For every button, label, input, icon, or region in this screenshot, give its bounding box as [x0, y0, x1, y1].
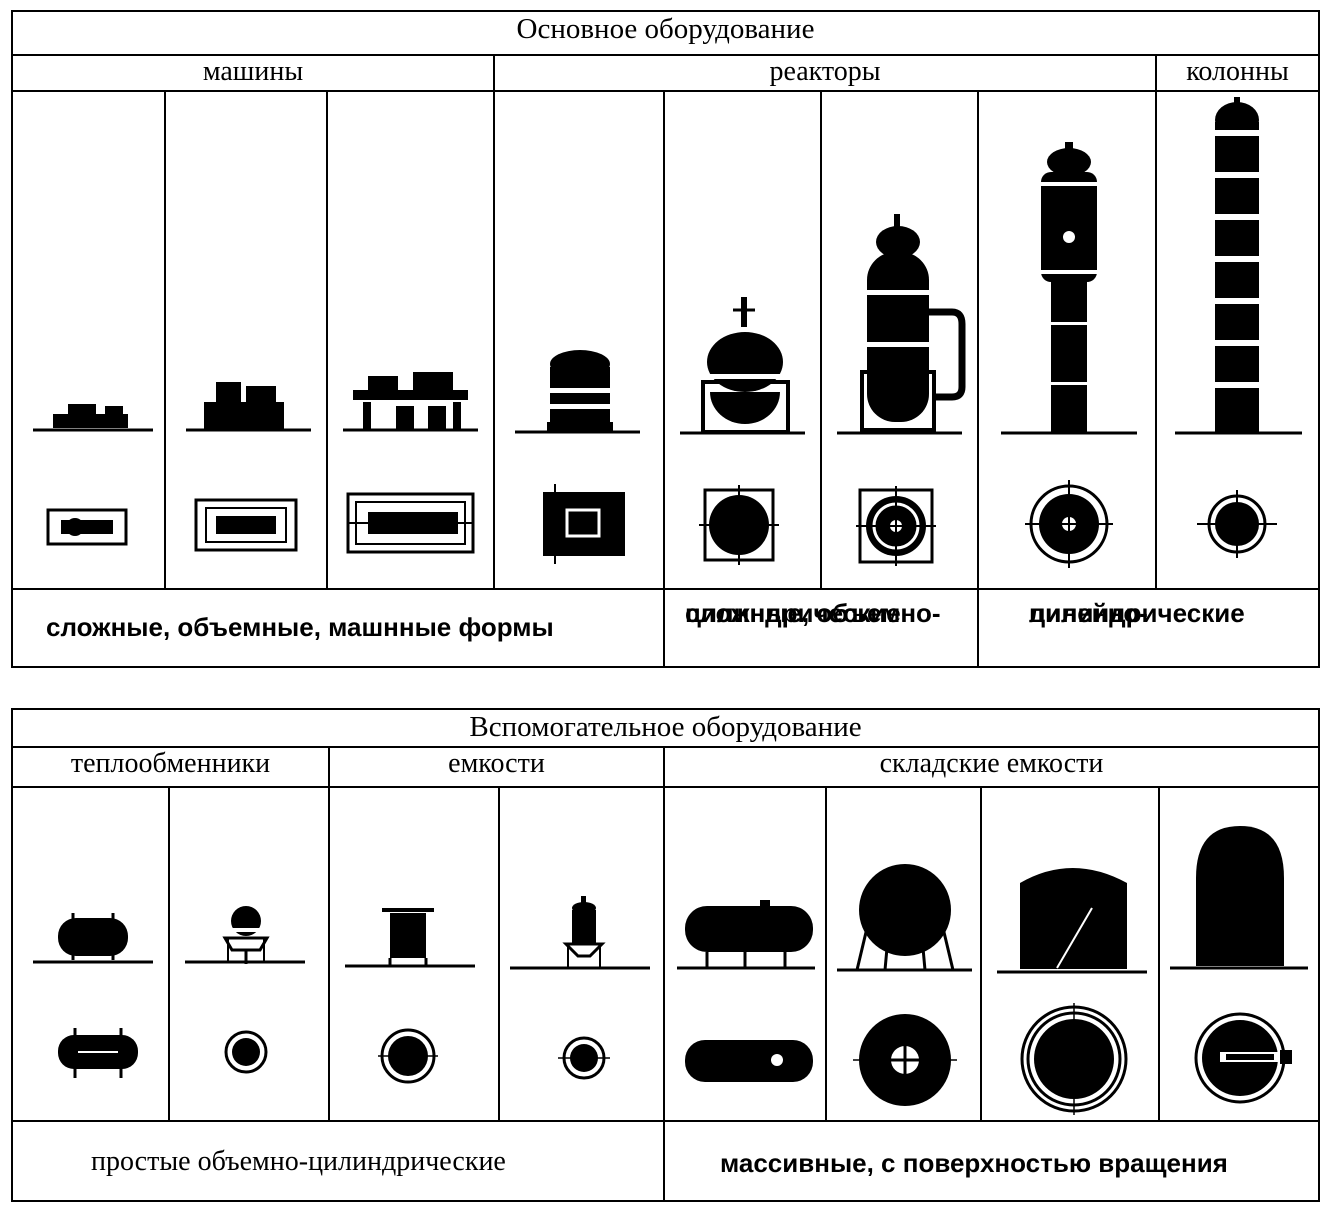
domed-storage-tank-icon — [1170, 826, 1308, 1104]
item-distillation-column — [1157, 92, 1318, 590]
stirred-reactor-icon — [680, 297, 805, 565]
jacketed-reactor-icon — [837, 214, 966, 566]
item-vertical-heat-exchanger — [170, 788, 330, 1122]
footer-columns-line1: линейно- — [1029, 598, 1148, 628]
footer-simple-text: простые объемно-цилиндрические — [91, 1146, 506, 1177]
item-cylindrical-vessel — [330, 788, 500, 1122]
vertical-heat-exchanger-icon — [185, 906, 305, 1074]
footer-reactors-line1: сложные, объемно- — [685, 598, 941, 628]
group-reactors: реакторы — [495, 56, 1157, 92]
group-machines: машины — [13, 56, 495, 92]
group-heat-exchangers: теплообменники — [13, 748, 330, 788]
footer-reactors: сложные, объемно- цилиндрические — [665, 588, 979, 666]
motor-machine-icon — [186, 382, 311, 552]
pump-machine-icon — [33, 404, 153, 546]
main-equipment-table: Основное оборудование машины реакторы ко… — [11, 10, 1320, 668]
item-horizontal-storage-tank — [665, 788, 827, 1122]
horizontal-heat-exchanger-icon — [33, 913, 153, 1078]
group-vessels: емкости — [330, 748, 665, 788]
footer-columns: линейно- цилиндрические — [979, 588, 1318, 666]
item-conical-vessel — [500, 788, 665, 1122]
footer-simple: простые объемно-цилиндрические — [13, 1120, 665, 1200]
compressor-machine-icon — [343, 372, 478, 554]
group-storage-tanks: складские емкости — [665, 748, 1318, 788]
footer-columns-line2: цилиндрические — [1029, 598, 1245, 628]
footer-massive-text: массивные, с поверхностью вращения — [720, 1148, 1228, 1178]
item-small-reactor — [495, 92, 665, 590]
item-domed-storage-tank — [1160, 788, 1318, 1122]
item-pump-machine — [13, 92, 166, 590]
cylindrical-vessel-icon — [345, 908, 475, 1084]
footer-machines: сложные, объемные, машнные формы — [13, 588, 665, 666]
footer-machines-text: сложные, объемные, машнные формы — [46, 612, 554, 642]
item-tower-reactor — [979, 92, 1157, 590]
tower-reactor-icon — [1001, 142, 1137, 568]
item-stirred-reactor — [665, 92, 822, 590]
distillation-column-icon — [1175, 97, 1302, 558]
item-spherical-storage-tank — [827, 788, 982, 1122]
main-equipment-title: Основное оборудование — [13, 12, 1318, 56]
item-vertical-storage-tank — [982, 788, 1160, 1122]
item-horizontal-heat-exchanger — [13, 788, 170, 1122]
vertical-storage-tank-icon — [997, 868, 1147, 1115]
item-compressor-machine — [328, 92, 495, 590]
footer-reactors-line2: цилиндрические — [685, 598, 901, 628]
spherical-storage-tank-icon — [837, 864, 972, 1106]
aux-equipment-title: Вспомогательное оборудование — [13, 710, 1318, 748]
item-jacketed-reactor — [822, 92, 979, 590]
aux-equipment-table: Вспомогательное оборудование теплообменн… — [11, 708, 1320, 1202]
horizontal-storage-tank-icon — [677, 900, 815, 1082]
footer-massive: массивные, с поверхностью вращения — [665, 1120, 1318, 1200]
group-columns: колонны — [1157, 56, 1318, 92]
conical-vessel-icon — [510, 896, 650, 1080]
item-motor-machine — [166, 92, 328, 590]
small-reactor-icon — [515, 350, 640, 564]
